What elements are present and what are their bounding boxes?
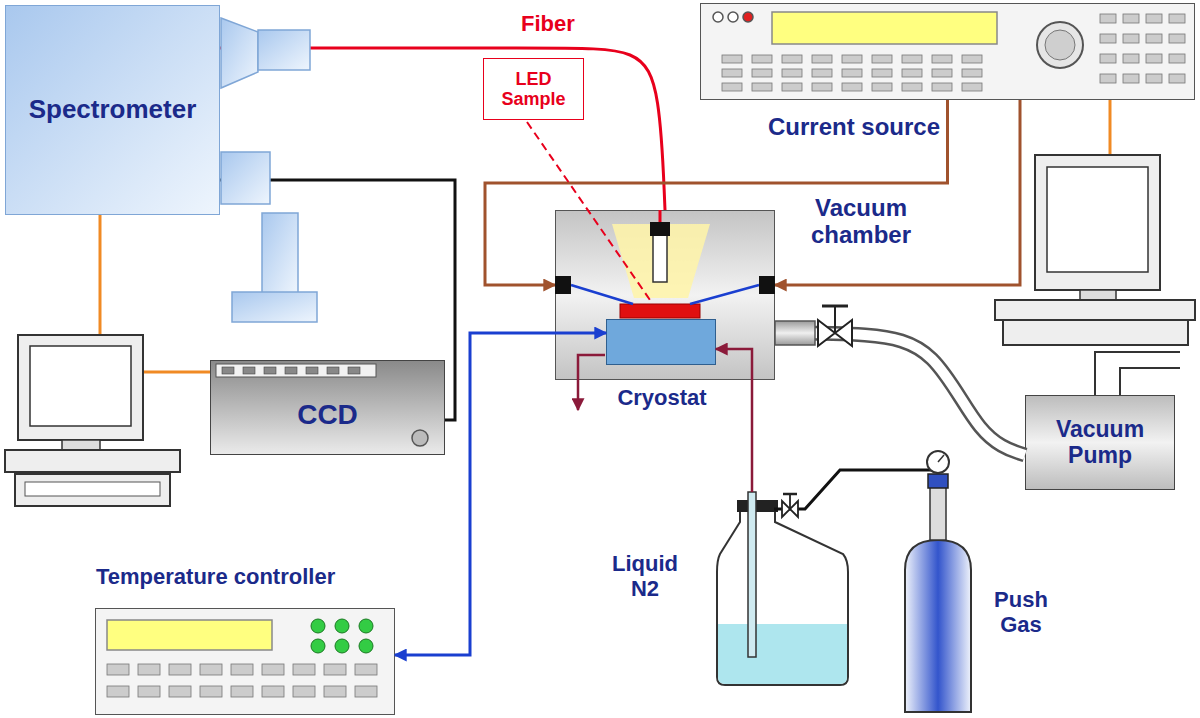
fiber-port	[258, 30, 310, 70]
data-cable	[1109, 100, 1112, 155]
connector	[220, 48, 665, 210]
connector	[716, 349, 752, 492]
connector-line	[716, 349, 752, 492]
connector-line	[775, 100, 1020, 285]
data-cable	[143, 371, 210, 374]
node-label: Push Gas	[981, 588, 1061, 637]
gas-cylinder: Push Gas	[905, 540, 971, 712]
regulator	[928, 474, 948, 488]
computer-right	[995, 155, 1195, 345]
bond-wire	[690, 285, 759, 304]
connector	[775, 100, 1020, 285]
pipe-stub	[775, 321, 815, 345]
pressure-gauge	[927, 451, 949, 473]
fiber-probe	[653, 232, 667, 282]
probe-feedthrough	[650, 222, 670, 236]
connector-line	[220, 48, 665, 210]
label-box: LED Sample	[483, 58, 584, 120]
ccd-port	[221, 152, 270, 204]
node-label: Cryostat	[597, 386, 727, 411]
data-cable	[99, 215, 102, 335]
spectrometer-column	[262, 213, 298, 293]
led-chip	[620, 304, 700, 318]
liquid-nitrogen-dewar-outline	[715, 492, 850, 687]
vacuum-pump: Vacuum Pump	[1025, 395, 1175, 490]
leader-line	[527, 122, 650, 300]
node-label: Temperature controller	[96, 565, 396, 590]
temperature-controller-face	[107, 619, 377, 697]
hose-wall	[775, 333, 1025, 455]
connector	[220, 180, 455, 420]
connector-line	[774, 470, 938, 540]
node-label: Vacuum chamber	[796, 195, 926, 249]
ccd-face	[216, 364, 428, 446]
node-label: Liquid N2	[603, 552, 687, 601]
electrical-feedthrough	[759, 276, 775, 294]
vacuum-valve	[818, 306, 852, 346]
node-label: Vacuum Pump	[1033, 417, 1167, 469]
node-label: Spectrometer	[29, 95, 197, 124]
gas-cylinder-outline	[905, 540, 971, 712]
bond-wire	[571, 285, 633, 304]
node-label: LED Sample	[491, 69, 576, 109]
pump-exhaust	[1120, 368, 1180, 395]
connector	[395, 333, 606, 655]
fiber-inner	[659, 210, 662, 224]
dewar-valve	[782, 494, 798, 517]
node-label: CCD	[297, 399, 358, 430]
connector-line	[775, 333, 1025, 455]
current-source-face	[713, 12, 1185, 91]
spectrometer-foot	[232, 292, 317, 322]
connector-label: Fiber	[518, 12, 578, 36]
spectrometer-box: Spectrometer	[5, 5, 220, 215]
computer-left	[5, 335, 180, 506]
vacuum-hose	[775, 333, 1025, 455]
electrical-feedthrough	[555, 276, 571, 294]
connector	[774, 470, 938, 540]
connector-line	[485, 100, 948, 285]
connector-line	[395, 333, 606, 655]
connector	[485, 100, 948, 285]
cryostat: Cryostat	[606, 319, 716, 365]
node-label: Current source	[759, 114, 949, 141]
liquid-nitrogen-dewar: Liquid N2	[715, 492, 850, 687]
nitrogen-outlet	[578, 355, 605, 410]
spectrometer-port	[221, 18, 258, 88]
connector-line	[220, 180, 455, 420]
gauge-needle	[938, 455, 944, 462]
pump-exhaust	[1095, 352, 1180, 395]
